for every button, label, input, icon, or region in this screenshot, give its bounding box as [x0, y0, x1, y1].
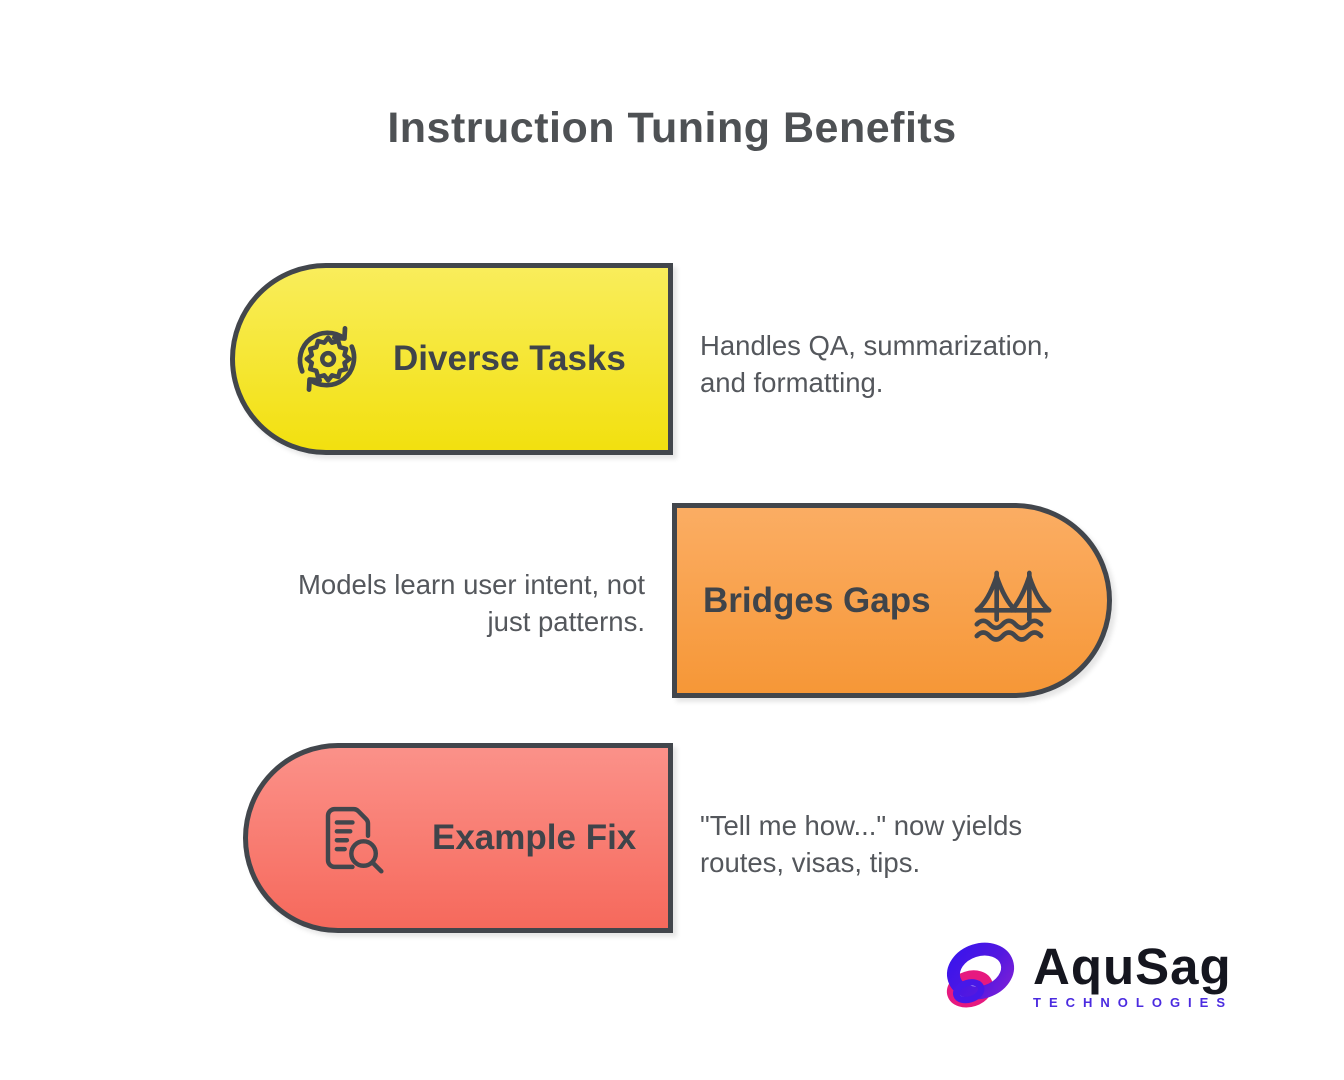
sync-gear-icon — [289, 323, 365, 395]
benefit-pill-example-fix: Example Fix — [243, 743, 673, 933]
description-line: just patterns. — [487, 606, 645, 637]
description-line: Models learn user intent, not — [298, 569, 645, 600]
description-line: and formatting. — [700, 367, 884, 398]
benefit-pill-bridges-gaps: Bridges Gaps — [672, 503, 1112, 698]
benefit-description: "Tell me how..." now yields routes, visa… — [700, 807, 1120, 881]
page-title: Instruction Tuning Benefits — [387, 104, 957, 152]
description-line: "Tell me how..." now yields — [700, 810, 1023, 841]
description-line: Handles QA, summarization, — [700, 330, 1050, 361]
benefit-pill-diverse-tasks: Diverse Tasks — [230, 263, 673, 455]
pill-label: Bridges Gaps — [703, 580, 931, 620]
pill-label: Diverse Tasks — [393, 339, 626, 378]
pill-label: Example Fix — [432, 818, 637, 857]
benefit-description: Handles QA, summarization, and formattin… — [700, 327, 1120, 401]
bridge-icon — [971, 559, 1055, 643]
logo: AquSag TECHNOLOGIES — [931, 933, 1233, 1017]
logo-name: AquSag — [1033, 937, 1232, 995]
logo-mark-icon — [931, 933, 1023, 1017]
benefit-description: Models learn user intent, not just patte… — [240, 566, 645, 640]
description-line: routes, visas, tips. — [700, 847, 921, 878]
logo-subtitle: TECHNOLOGIES — [1033, 994, 1234, 1010]
document-search-icon — [308, 796, 388, 880]
